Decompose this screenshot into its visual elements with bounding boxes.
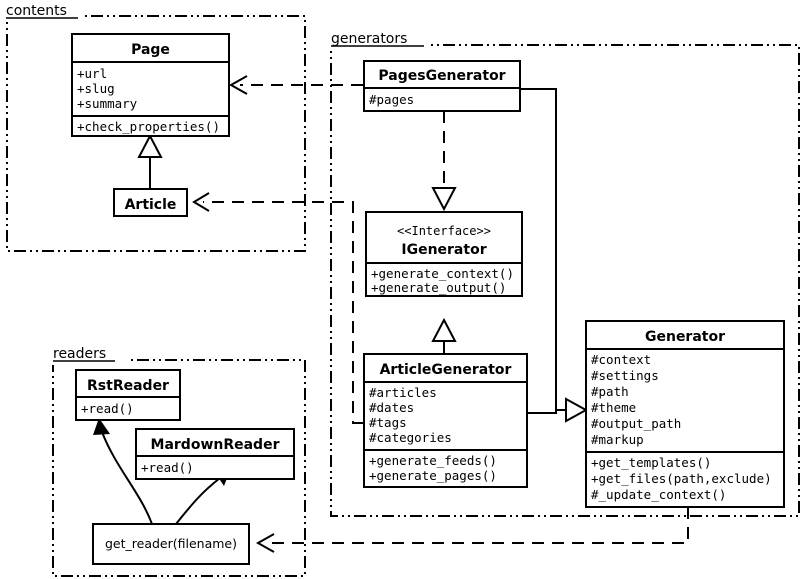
class-pagesgenerator-frame[interactable] <box>363 60 521 112</box>
package-readers-label-bg <box>50 343 128 365</box>
class-generator-attribute: #output_path <box>591 416 681 431</box>
class-pagesgenerator-title: PagesGenerator <box>378 68 505 84</box>
package-readers-label: readers <box>53 346 106 362</box>
class-generator-attribute: #path <box>591 384 629 399</box>
package-generators: generators <box>328 28 800 517</box>
realization-arrowhead-igenerator <box>431 187 457 212</box>
package-generators-label-bg <box>328 28 428 50</box>
relation-pagesgenerator-realizes-igenerator <box>431 111 457 212</box>
class-generator-method: +get_files(path,exclude) <box>591 471 772 486</box>
class-page-attribute: +slug <box>77 81 115 96</box>
class-getreader-label: get_reader(filename) <box>105 536 237 551</box>
class-generator-method: #_update_context() <box>591 487 726 502</box>
class-box-page[interactable]: Page +url +slug +summary +check_properti… <box>71 33 230 137</box>
relation-line <box>527 410 557 414</box>
class-rstreader-method: +read() <box>81 401 134 416</box>
class-page-frame[interactable] <box>71 33 230 137</box>
relation-line <box>101 431 153 525</box>
class-articlegenerator-method: +generate_feeds() <box>369 453 497 468</box>
class-rstreader-title: RstReader <box>87 378 169 394</box>
relation-articlegenerator-uses-article <box>192 192 363 424</box>
package-contents-label: contents <box>6 3 67 19</box>
dependency-arrowhead-getreader <box>255 533 275 553</box>
package-readers: readers <box>50 343 306 577</box>
relation-line <box>268 507 689 544</box>
dependency-arrowhead-page <box>228 75 248 95</box>
class-igenerator-frame[interactable] <box>365 211 523 297</box>
class-page-attribute: +url <box>77 66 107 81</box>
relation-articlegenerator-inherits-generator <box>527 410 557 414</box>
package-generators-label: generators <box>331 31 407 47</box>
class-page-attribute: +summary <box>77 96 138 111</box>
relation-line <box>520 88 566 411</box>
class-generator-method: +get_templates() <box>591 455 711 470</box>
class-generator-attribute: #markup <box>591 432 644 447</box>
class-articlegenerator-frame[interactable] <box>363 353 528 488</box>
generalization-arrowhead-igenerator-2 <box>431 317 457 342</box>
relation-article-inherits-page <box>137 133 163 190</box>
class-mardownreader-title: MardownReader <box>151 437 280 453</box>
relation-line <box>203 201 363 424</box>
package-contents-border <box>6 15 306 252</box>
class-igenerator-title: IGenerator <box>401 242 486 258</box>
class-box-rstreader[interactable]: RstReader +read() <box>75 369 181 421</box>
class-getreader-frame[interactable] <box>92 523 250 565</box>
class-box-igenerator[interactable]: <<Interface>> IGenerator +generate_conte… <box>365 211 523 297</box>
class-box-generator[interactable]: Generator #context #settings #path #them… <box>585 320 785 508</box>
generalization-arrowhead-page <box>137 133 163 158</box>
class-page-title: Page <box>131 42 170 58</box>
package-contents: contents <box>3 0 306 252</box>
class-mardownreader-frame[interactable] <box>135 428 295 480</box>
class-box-mardownreader[interactable]: MardownReader +read() <box>135 428 295 480</box>
package-readers-border <box>52 359 306 577</box>
relation-line <box>175 477 221 525</box>
class-article-title: Article <box>125 197 177 213</box>
class-box-pagesgenerator[interactable]: PagesGenerator #pages <box>363 60 521 112</box>
relation-generator-uses-getreader <box>255 507 689 553</box>
class-rstreader-frame[interactable] <box>75 369 181 421</box>
relation-pagesgenerator-inherits-generator <box>520 88 566 411</box>
class-pagesgenerator-attribute: #pages <box>369 92 414 107</box>
class-articlegenerator-title: ArticleGenerator <box>380 362 512 378</box>
class-box-getreader[interactable]: get_reader(filename) <box>92 523 250 565</box>
class-generator-attribute: #theme <box>591 400 636 415</box>
class-igenerator-method: +generate_output() <box>371 280 506 295</box>
class-generator-frame[interactable] <box>585 320 785 508</box>
creates-arrowhead-rstreader <box>93 418 110 435</box>
class-mardownreader-method: +read() <box>141 460 194 475</box>
relation-getreader-creates-rstreader <box>93 418 153 525</box>
relation-articlegenerator-realizes-igenerator <box>431 317 457 355</box>
class-articlegenerator-attribute: #categories <box>369 430 452 445</box>
class-generator-title: Generator <box>645 329 725 345</box>
class-article-frame[interactable] <box>113 188 188 217</box>
class-box-articlegenerator[interactable]: ArticleGenerator #articles #dates #tags … <box>363 353 528 488</box>
generalization-arrowhead-generator <box>565 397 589 423</box>
relation-pagesgenerator-uses-page <box>228 75 363 95</box>
class-generator-attribute: #settings <box>591 368 659 383</box>
class-igenerator-method: +generate_context() <box>371 266 514 281</box>
package-contents-label-bg <box>3 0 85 22</box>
class-articlegenerator-attribute: #articles <box>369 385 437 400</box>
class-box-article[interactable]: Article <box>113 188 188 217</box>
class-articlegenerator-attribute: #tags <box>369 415 407 430</box>
class-igenerator-stereotype: <<Interface>> <box>397 224 491 238</box>
package-generators-border <box>330 44 800 517</box>
class-generator-attribute: #context <box>591 352 651 367</box>
class-page-method: +check_properties() <box>77 119 220 134</box>
class-articlegenerator-attribute: #dates <box>369 400 414 415</box>
dependency-arrowhead-article <box>192 192 210 212</box>
class-articlegenerator-method: +generate_pages() <box>369 468 497 483</box>
